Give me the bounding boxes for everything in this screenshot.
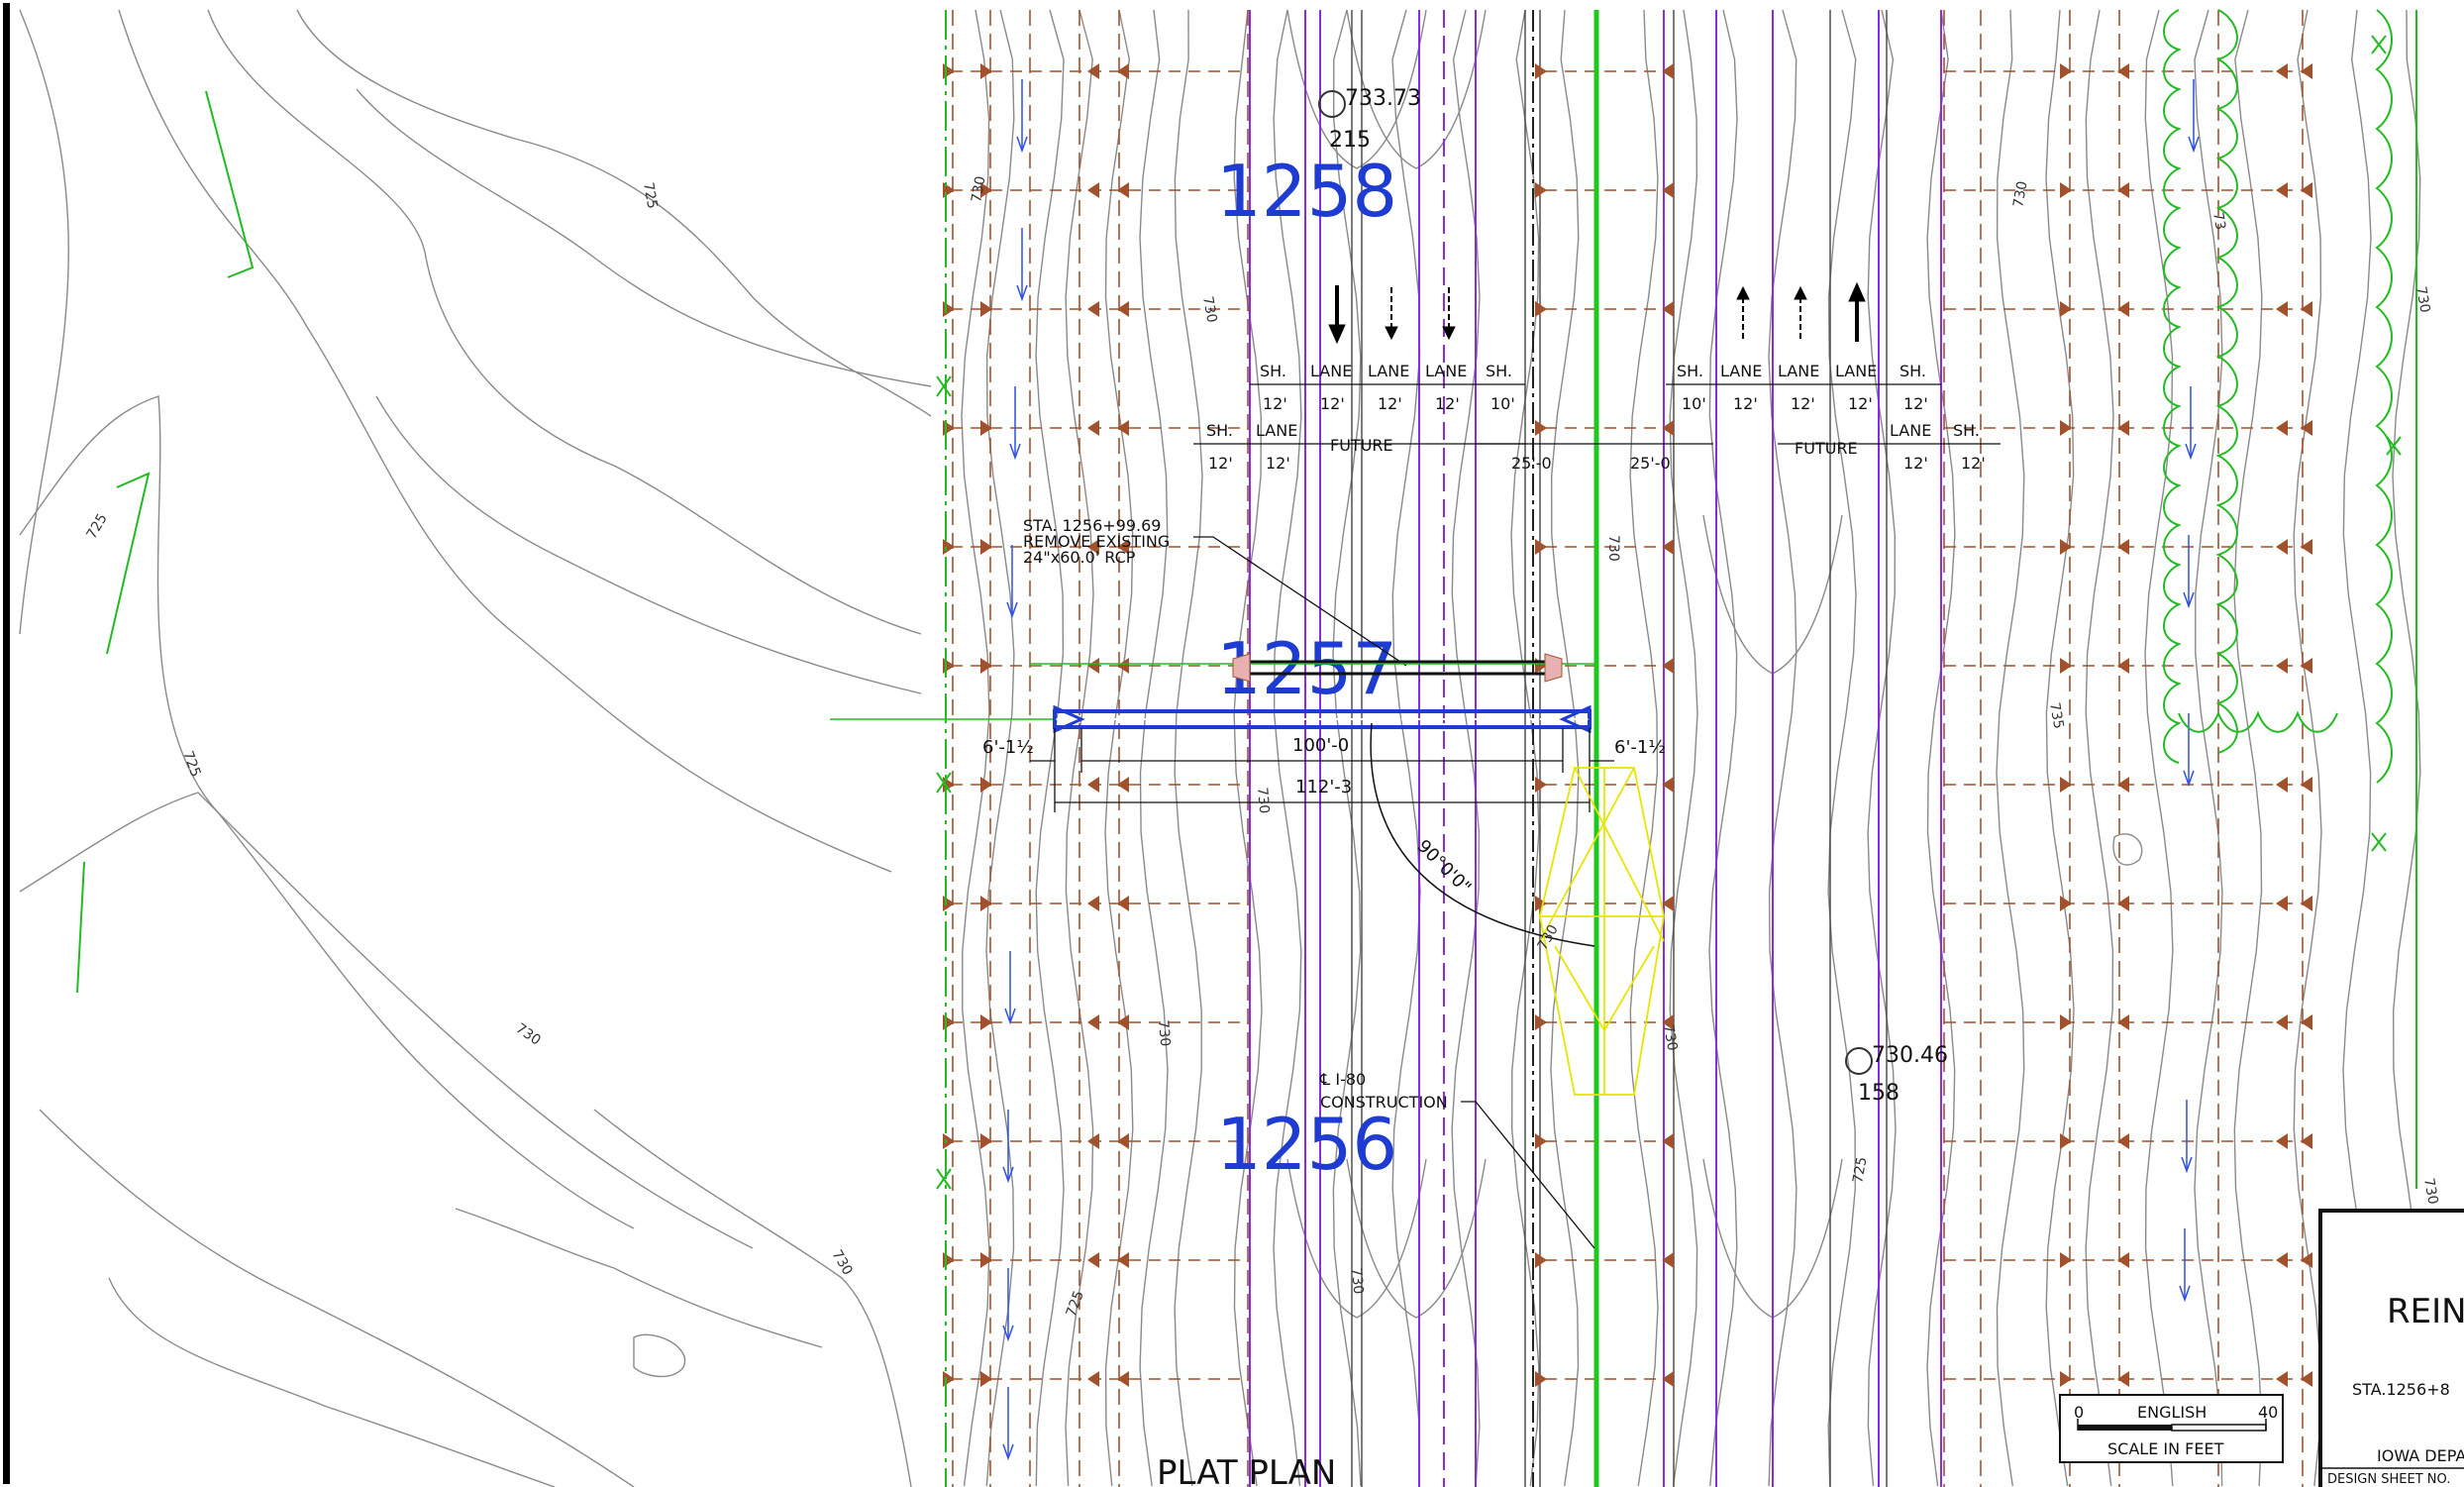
centerline-note: ℄ I-80 bbox=[1319, 1070, 1366, 1089]
flow-arrows bbox=[1002, 79, 2200, 1461]
title-block bbox=[2318, 1209, 2464, 1487]
scale-units: ENGLISH bbox=[2137, 1403, 2207, 1422]
tree-line bbox=[76, 9, 2417, 1189]
lane-width: 12' bbox=[1378, 394, 1402, 413]
existing-pipe bbox=[1030, 653, 1594, 683]
removal-note-pipe: 24"x60.0' RCP bbox=[1023, 548, 1136, 567]
intake-structure bbox=[1539, 767, 1665, 1096]
lane-width: 12' bbox=[1961, 454, 1986, 473]
contour-label: 730 bbox=[1605, 535, 1621, 562]
lane-label: LANE bbox=[1835, 362, 1877, 380]
drawing-title: PLAT PLAN bbox=[1157, 1453, 1336, 1487]
scale-bar bbox=[2059, 1394, 2284, 1463]
contour-label: 735 bbox=[2046, 701, 2066, 730]
future-label: FUTURE bbox=[1795, 439, 1858, 458]
lane-label: SH. bbox=[1206, 421, 1233, 440]
station-1256: 1256 bbox=[1216, 1103, 1397, 1186]
lane-width: 12' bbox=[1903, 454, 1928, 473]
station-1258: 1258 bbox=[1216, 150, 1397, 233]
median-dimension: 25'-0 bbox=[1630, 454, 1671, 473]
lane-width: 12' bbox=[1320, 394, 1345, 413]
lane-width: 10' bbox=[1682, 394, 1706, 413]
contour-label: 73 bbox=[2209, 211, 2228, 231]
lane-width: 12' bbox=[1791, 394, 1815, 413]
lane-width: 12' bbox=[1733, 394, 1758, 413]
contour-label: 725 bbox=[640, 181, 660, 210]
spot-elevation-marker bbox=[1845, 1047, 1873, 1075]
sheet-border bbox=[3, 3, 10, 1484]
lane-width: 12' bbox=[1263, 394, 1287, 413]
title-block-station: STA.1256+8 bbox=[2352, 1380, 2450, 1399]
removal-leader bbox=[1193, 536, 1407, 667]
culvert-length-dim: 100'-0 bbox=[1292, 735, 1349, 756]
contour-label: 730 bbox=[969, 175, 988, 204]
lane-label: LANE bbox=[1720, 362, 1762, 380]
skew-angle-arc bbox=[1370, 722, 1595, 947]
lane-label: SH. bbox=[1899, 362, 1926, 380]
lane-label: LANE bbox=[1368, 362, 1409, 380]
lane-width: 12' bbox=[1435, 394, 1460, 413]
scale-end: 40 bbox=[2258, 1403, 2278, 1422]
roadway-lines bbox=[1249, 10, 1942, 1487]
lane-label: SH. bbox=[1953, 421, 1980, 440]
title-block-sheet: DESIGN SHEET NO. bbox=[2327, 1472, 2450, 1487]
contour-label: 730 bbox=[1155, 1019, 1173, 1047]
lane-label: SH. bbox=[1677, 362, 1703, 380]
spot-elevation-value: 730.46 bbox=[1872, 1043, 1948, 1068]
contour-label: 730 bbox=[1660, 1023, 1680, 1052]
lane-dimensions bbox=[1193, 383, 2001, 445]
lane-label: LANE bbox=[1778, 362, 1819, 380]
lane-width: 12' bbox=[1903, 394, 1928, 413]
lane-arrows bbox=[1328, 281, 1866, 345]
lane-width: 12' bbox=[1266, 454, 1290, 473]
contour-label: 730 bbox=[1254, 787, 1272, 814]
right-of-way-lines bbox=[936, 10, 2312, 1487]
lane-width: 10' bbox=[1490, 394, 1515, 413]
total-length-dim: 112'-3 bbox=[1295, 777, 1352, 797]
future-label: FUTURE bbox=[1330, 436, 1393, 455]
spot-elevation-id: 158 bbox=[1858, 1081, 1899, 1106]
lane-label: SH. bbox=[1260, 362, 1286, 380]
removal-note-action: REMOVE EXISTING bbox=[1023, 532, 1170, 551]
contour-label: 730 bbox=[1348, 1267, 1366, 1295]
scale-start: 0 bbox=[2074, 1403, 2084, 1422]
centerline-leader bbox=[1461, 1101, 1595, 1249]
lane-width: 12' bbox=[1208, 454, 1233, 473]
spot-elevation-id: 215 bbox=[1329, 128, 1371, 153]
contour-label: 730 bbox=[2413, 285, 2432, 314]
contour-label: 730 bbox=[2010, 180, 2030, 209]
scale-caption: SCALE IN FEET bbox=[2107, 1439, 2224, 1458]
contour-label: 730 bbox=[2420, 1177, 2440, 1206]
left-offset-dim: 6'-1½ bbox=[982, 737, 1034, 758]
title-block-dept: IOWA DEPA bbox=[2377, 1446, 2464, 1465]
median-dimension: 25'-0 bbox=[1511, 454, 1552, 473]
lane-label: LANE bbox=[1256, 421, 1297, 440]
right-offset-dim: 6'-1½ bbox=[1614, 737, 1666, 758]
lane-label: LANE bbox=[1425, 362, 1467, 380]
removal-note-station: STA. 1256+99.69 bbox=[1023, 516, 1161, 535]
proposed-culvert bbox=[830, 704, 1591, 734]
lane-label: LANE bbox=[1890, 421, 1931, 440]
lane-label: LANE bbox=[1310, 362, 1352, 380]
title-block-title: REIN bbox=[2387, 1292, 2464, 1331]
centerline-note-construction: CONSTRUCTION bbox=[1320, 1093, 1448, 1112]
lane-width: 12' bbox=[1848, 394, 1873, 413]
spot-elevation-value: 733.73 bbox=[1345, 86, 1421, 111]
spot-elevation-marker bbox=[1318, 90, 1346, 118]
contour-label: 730 bbox=[1199, 295, 1219, 324]
lane-label: SH. bbox=[1486, 362, 1512, 380]
contour-label: 725 bbox=[1850, 1156, 1870, 1185]
culvert-dimensions bbox=[1030, 728, 1614, 812]
